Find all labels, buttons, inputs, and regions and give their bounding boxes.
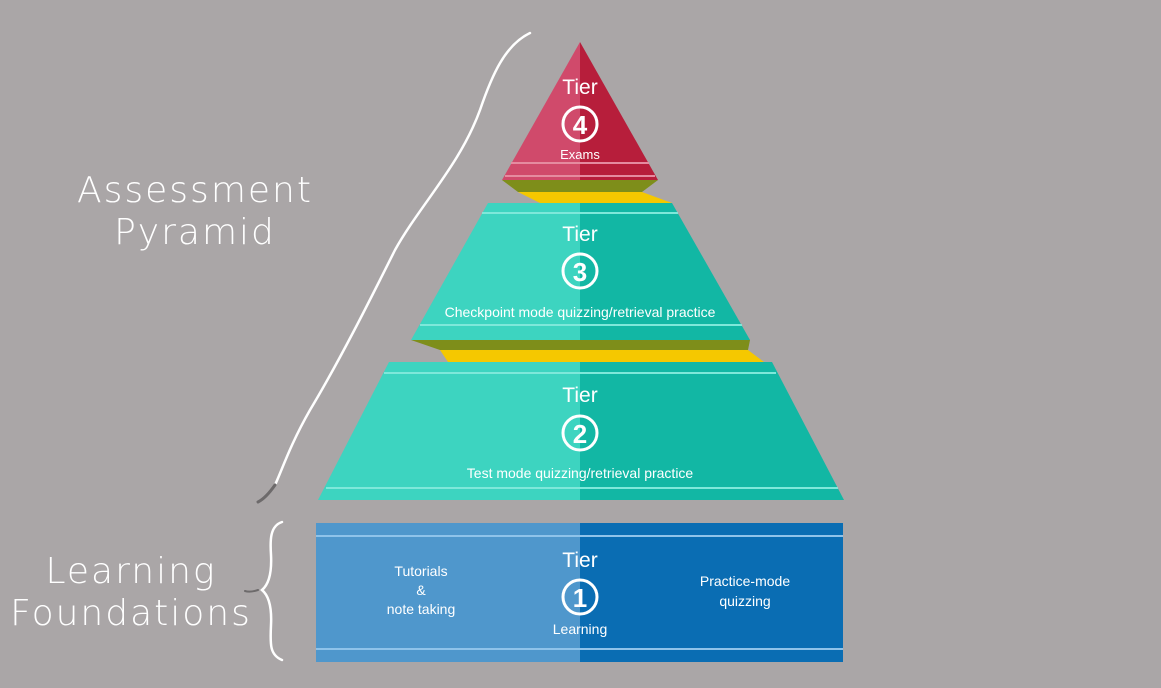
tier-4-number-circle — [561, 105, 599, 143]
tier-3-number-circle — [561, 252, 599, 290]
tier-1-right-line1: Practice-mode — [700, 573, 790, 589]
tier-4-number: 4 — [573, 110, 588, 140]
assessment-label-line2: Pyramid — [114, 212, 276, 253]
learning-label-line2: Foundations — [10, 593, 252, 634]
learning-brace-shadow — [244, 589, 259, 593]
learning-foundations-label: Learning Foundations — [0, 551, 262, 635]
assessment-pyramid-label: Assessment Pyramid — [70, 170, 320, 254]
tier-1-caption: Learning — [553, 621, 608, 637]
tier-1-left-line2: & — [416, 582, 426, 598]
connector-3-2 — [411, 340, 764, 362]
assessment-label-line1: Assessment — [77, 170, 313, 211]
tier-2-caption: Test mode quizzing/retrieval practice — [467, 465, 694, 481]
tier-1-block — [316, 523, 843, 662]
tier-3-caption: Checkpoint mode quizzing/retrieval pract… — [445, 304, 716, 320]
tier-4-caption: Exams — [560, 147, 600, 162]
tier-2-heading: Tier — [562, 384, 597, 407]
tier-4-heading: Tier — [562, 76, 597, 99]
tier-1-number: 1 — [573, 583, 587, 613]
tier-1-right-line2: quizzing — [719, 593, 770, 609]
tier-2-number: 2 — [573, 419, 587, 449]
learning-brace — [260, 520, 284, 662]
tier-2-number-circle — [561, 414, 599, 452]
assessment-brace-shadow — [256, 483, 277, 504]
connector-4-3 — [502, 180, 672, 203]
tier-2-block — [318, 362, 844, 500]
learning-label-line1: Learning — [45, 551, 217, 592]
tier-3-block — [411, 203, 750, 340]
assessment-brace — [273, 31, 532, 487]
tier-3-number: 3 — [573, 257, 587, 287]
tier-3-heading: Tier — [562, 223, 597, 246]
tier-1-left-line1: Tutorials — [394, 563, 447, 579]
tier-1-number-circle — [561, 578, 599, 616]
tier-4-block — [502, 42, 658, 180]
tier-1-heading: Tier — [562, 549, 597, 572]
tier-1-left-line3: note taking — [387, 601, 456, 617]
